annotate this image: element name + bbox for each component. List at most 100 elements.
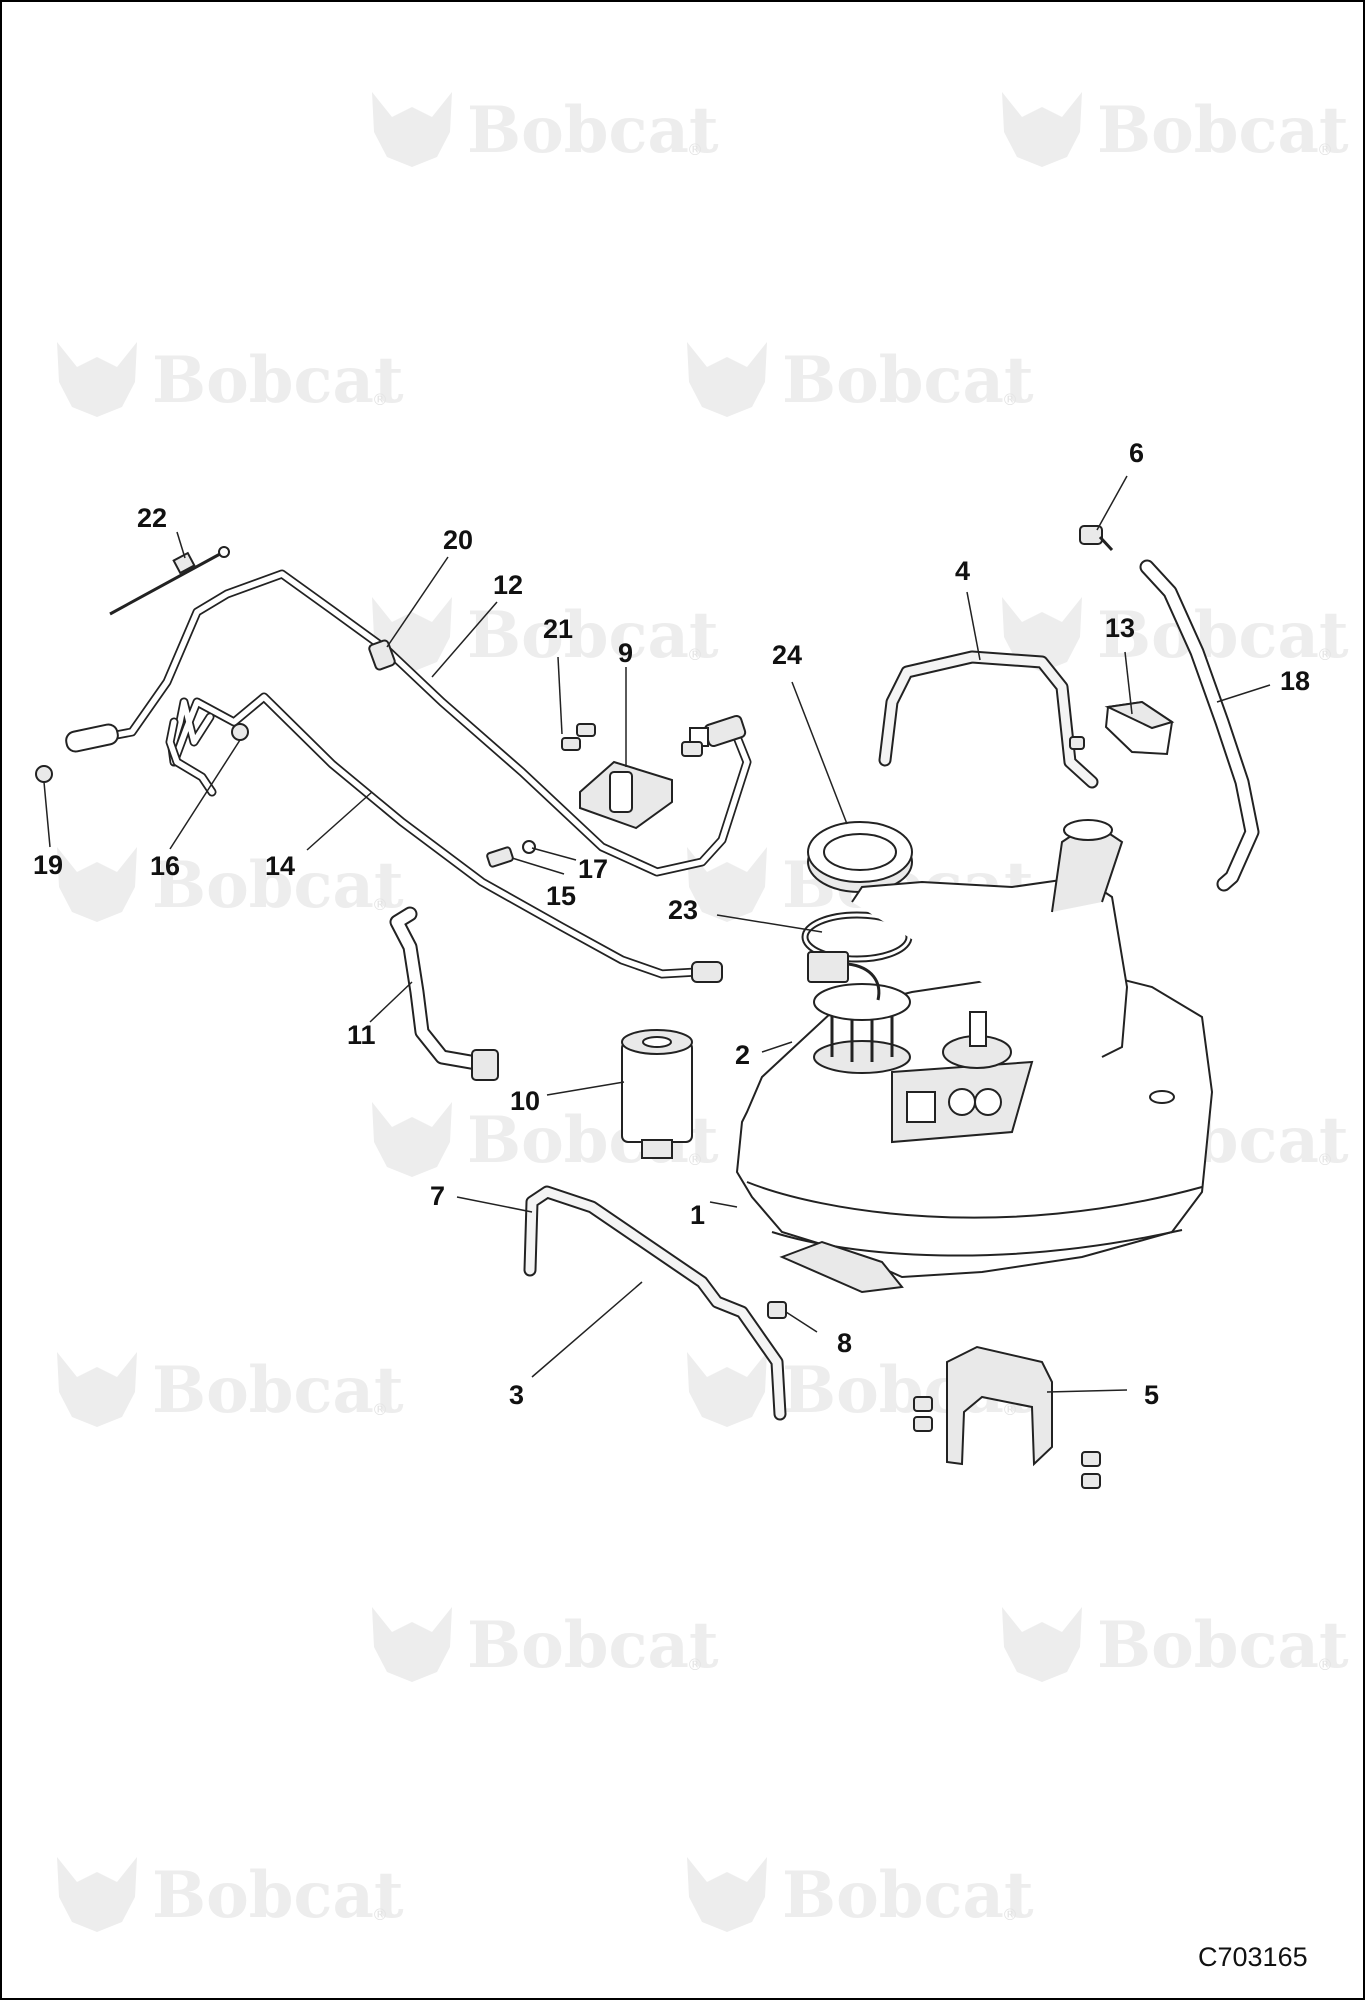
part-5-bracket bbox=[913, 1345, 1101, 1489]
callout-13: 13 bbox=[1105, 613, 1135, 643]
bobcat-logo-icon bbox=[1002, 1607, 1082, 1682]
watermark-registered-mark: ® bbox=[1002, 1905, 1018, 1924]
part-18-vent-hose bbox=[1139, 559, 1260, 892]
part-16-clamp bbox=[231, 723, 249, 741]
part-17-washer bbox=[522, 840, 536, 854]
bobcat-logo-icon bbox=[372, 1607, 452, 1682]
watermark-text: Bobcat bbox=[467, 1608, 719, 1683]
watermark-layer: Bobcat®Bobcat®Bobcat®Bobcat®Bobcat®Bobca… bbox=[57, 92, 1349, 1933]
part-24-lock-ring bbox=[807, 821, 913, 893]
bobcat-watermark: Bobcat® bbox=[1002, 1607, 1349, 1683]
part-7-strap bbox=[523, 1185, 787, 1421]
bobcat-logo-icon bbox=[687, 342, 767, 417]
watermark-registered-mark: ® bbox=[1002, 1400, 1018, 1419]
callout-labels: 1 2 3 4 5 6 7 8 9 10 11 12 13 14 15 16 1… bbox=[33, 438, 1310, 1410]
callout-11: 11 bbox=[347, 1020, 376, 1050]
figure-id: C703165 bbox=[1198, 1942, 1308, 1972]
bobcat-logo-icon bbox=[372, 92, 452, 167]
watermark-registered-mark: ® bbox=[687, 645, 703, 664]
watermark-registered-mark: ® bbox=[1317, 140, 1333, 159]
bobcat-watermark: Bobcat® bbox=[687, 1857, 1034, 1933]
watermark-text: Bobcat bbox=[782, 343, 1034, 418]
callout-22: 22 bbox=[137, 503, 167, 533]
bobcat-watermark: Bobcat® bbox=[372, 1607, 719, 1683]
watermark-text: Bobcat bbox=[1097, 1608, 1349, 1683]
bobcat-logo-icon bbox=[687, 1352, 767, 1427]
watermark-text: Bobcat bbox=[152, 343, 404, 418]
watermark-registered-mark: ® bbox=[1317, 1150, 1333, 1169]
callout-1: 1 bbox=[690, 1200, 705, 1230]
bobcat-logo-icon bbox=[57, 342, 137, 417]
bobcat-watermark: Bobcat® bbox=[687, 342, 1034, 418]
bobcat-watermark: Bobcat® bbox=[1002, 597, 1349, 673]
callout-15: 15 bbox=[546, 881, 576, 911]
callout-10: 10 bbox=[510, 1086, 540, 1116]
part-12-fuel-line bbox=[65, 569, 752, 877]
callout-24: 24 bbox=[772, 640, 802, 670]
parts-layer bbox=[35, 525, 1260, 1489]
bobcat-logo-icon bbox=[372, 1102, 452, 1177]
callout-8: 8 bbox=[837, 1328, 852, 1358]
bobcat-watermark: Bobcat® bbox=[57, 1857, 404, 1933]
callout-3: 3 bbox=[509, 1380, 524, 1410]
watermark-registered-mark: ® bbox=[372, 390, 388, 409]
callout-21: 21 bbox=[543, 614, 573, 644]
watermark-text: Bobcat bbox=[152, 1353, 404, 1428]
watermark-text: Bobcat bbox=[467, 598, 719, 673]
callout-20: 20 bbox=[443, 525, 473, 555]
watermark-registered-mark: ® bbox=[1317, 645, 1333, 664]
bobcat-watermark: Bobcat® bbox=[57, 1352, 404, 1428]
callout-23: 23 bbox=[668, 895, 698, 925]
part-22-cable-tie bbox=[109, 546, 230, 616]
watermark-registered-mark: ® bbox=[1317, 1655, 1333, 1674]
part-15-fitting bbox=[486, 840, 536, 868]
part-4-strap bbox=[878, 650, 1099, 789]
callout-12: 12 bbox=[493, 570, 523, 600]
bobcat-watermark: Bobcat® bbox=[1002, 92, 1349, 168]
bobcat-watermark: Bobcat® bbox=[372, 1102, 719, 1178]
leader-lines bbox=[43, 475, 1271, 1393]
part-13-cover bbox=[1069, 700, 1175, 756]
watermark-text: Bobcat bbox=[1097, 598, 1349, 673]
callout-18: 18 bbox=[1280, 666, 1310, 696]
part-11-hose bbox=[389, 906, 499, 1081]
watermark-registered-mark: ® bbox=[372, 1400, 388, 1419]
callout-17: 17 bbox=[578, 854, 608, 884]
watermark-text: Bobcat bbox=[152, 848, 404, 923]
part-10-fuel-filter bbox=[621, 1029, 693, 1159]
watermark-text: Bobcat bbox=[1097, 93, 1349, 168]
part-20-clip bbox=[368, 639, 396, 671]
part-2-fuel-pump bbox=[807, 951, 911, 1074]
watermark-text: Bobcat bbox=[152, 1858, 404, 1933]
bobcat-logo-icon bbox=[57, 847, 137, 922]
part-14-fuel-line bbox=[165, 692, 723, 983]
bobcat-logo-icon bbox=[57, 1857, 137, 1932]
callout-2: 2 bbox=[735, 1040, 750, 1070]
part-21-bolt bbox=[561, 737, 581, 751]
bobcat-logo-icon bbox=[1002, 597, 1082, 672]
callout-7: 7 bbox=[430, 1181, 445, 1211]
callout-14: 14 bbox=[265, 851, 295, 881]
bobcat-watermark: Bobcat® bbox=[57, 342, 404, 418]
callout-4: 4 bbox=[955, 556, 970, 586]
callout-16: 16 bbox=[150, 851, 180, 881]
callout-6: 6 bbox=[1129, 438, 1144, 468]
bobcat-logo-icon bbox=[1002, 92, 1082, 167]
watermark-text: Bobcat bbox=[467, 93, 719, 168]
part-19-clamp bbox=[35, 765, 53, 783]
bobcat-logo-icon bbox=[57, 1352, 137, 1427]
callout-19: 19 bbox=[33, 850, 63, 880]
watermark-registered-mark: ® bbox=[687, 1150, 703, 1169]
watermark-text: Bobcat bbox=[782, 1858, 1034, 1933]
callout-9: 9 bbox=[618, 638, 633, 668]
watermark-registered-mark: ® bbox=[372, 1905, 388, 1924]
callout-5: 5 bbox=[1144, 1380, 1159, 1410]
watermark-registered-mark: ® bbox=[372, 895, 388, 914]
part-6-bolt bbox=[1079, 525, 1114, 552]
part-8-bolt bbox=[767, 1301, 787, 1319]
watermark-registered-mark: ® bbox=[687, 1655, 703, 1674]
part-9-bracket bbox=[561, 723, 703, 830]
watermark-registered-mark: ® bbox=[687, 140, 703, 159]
